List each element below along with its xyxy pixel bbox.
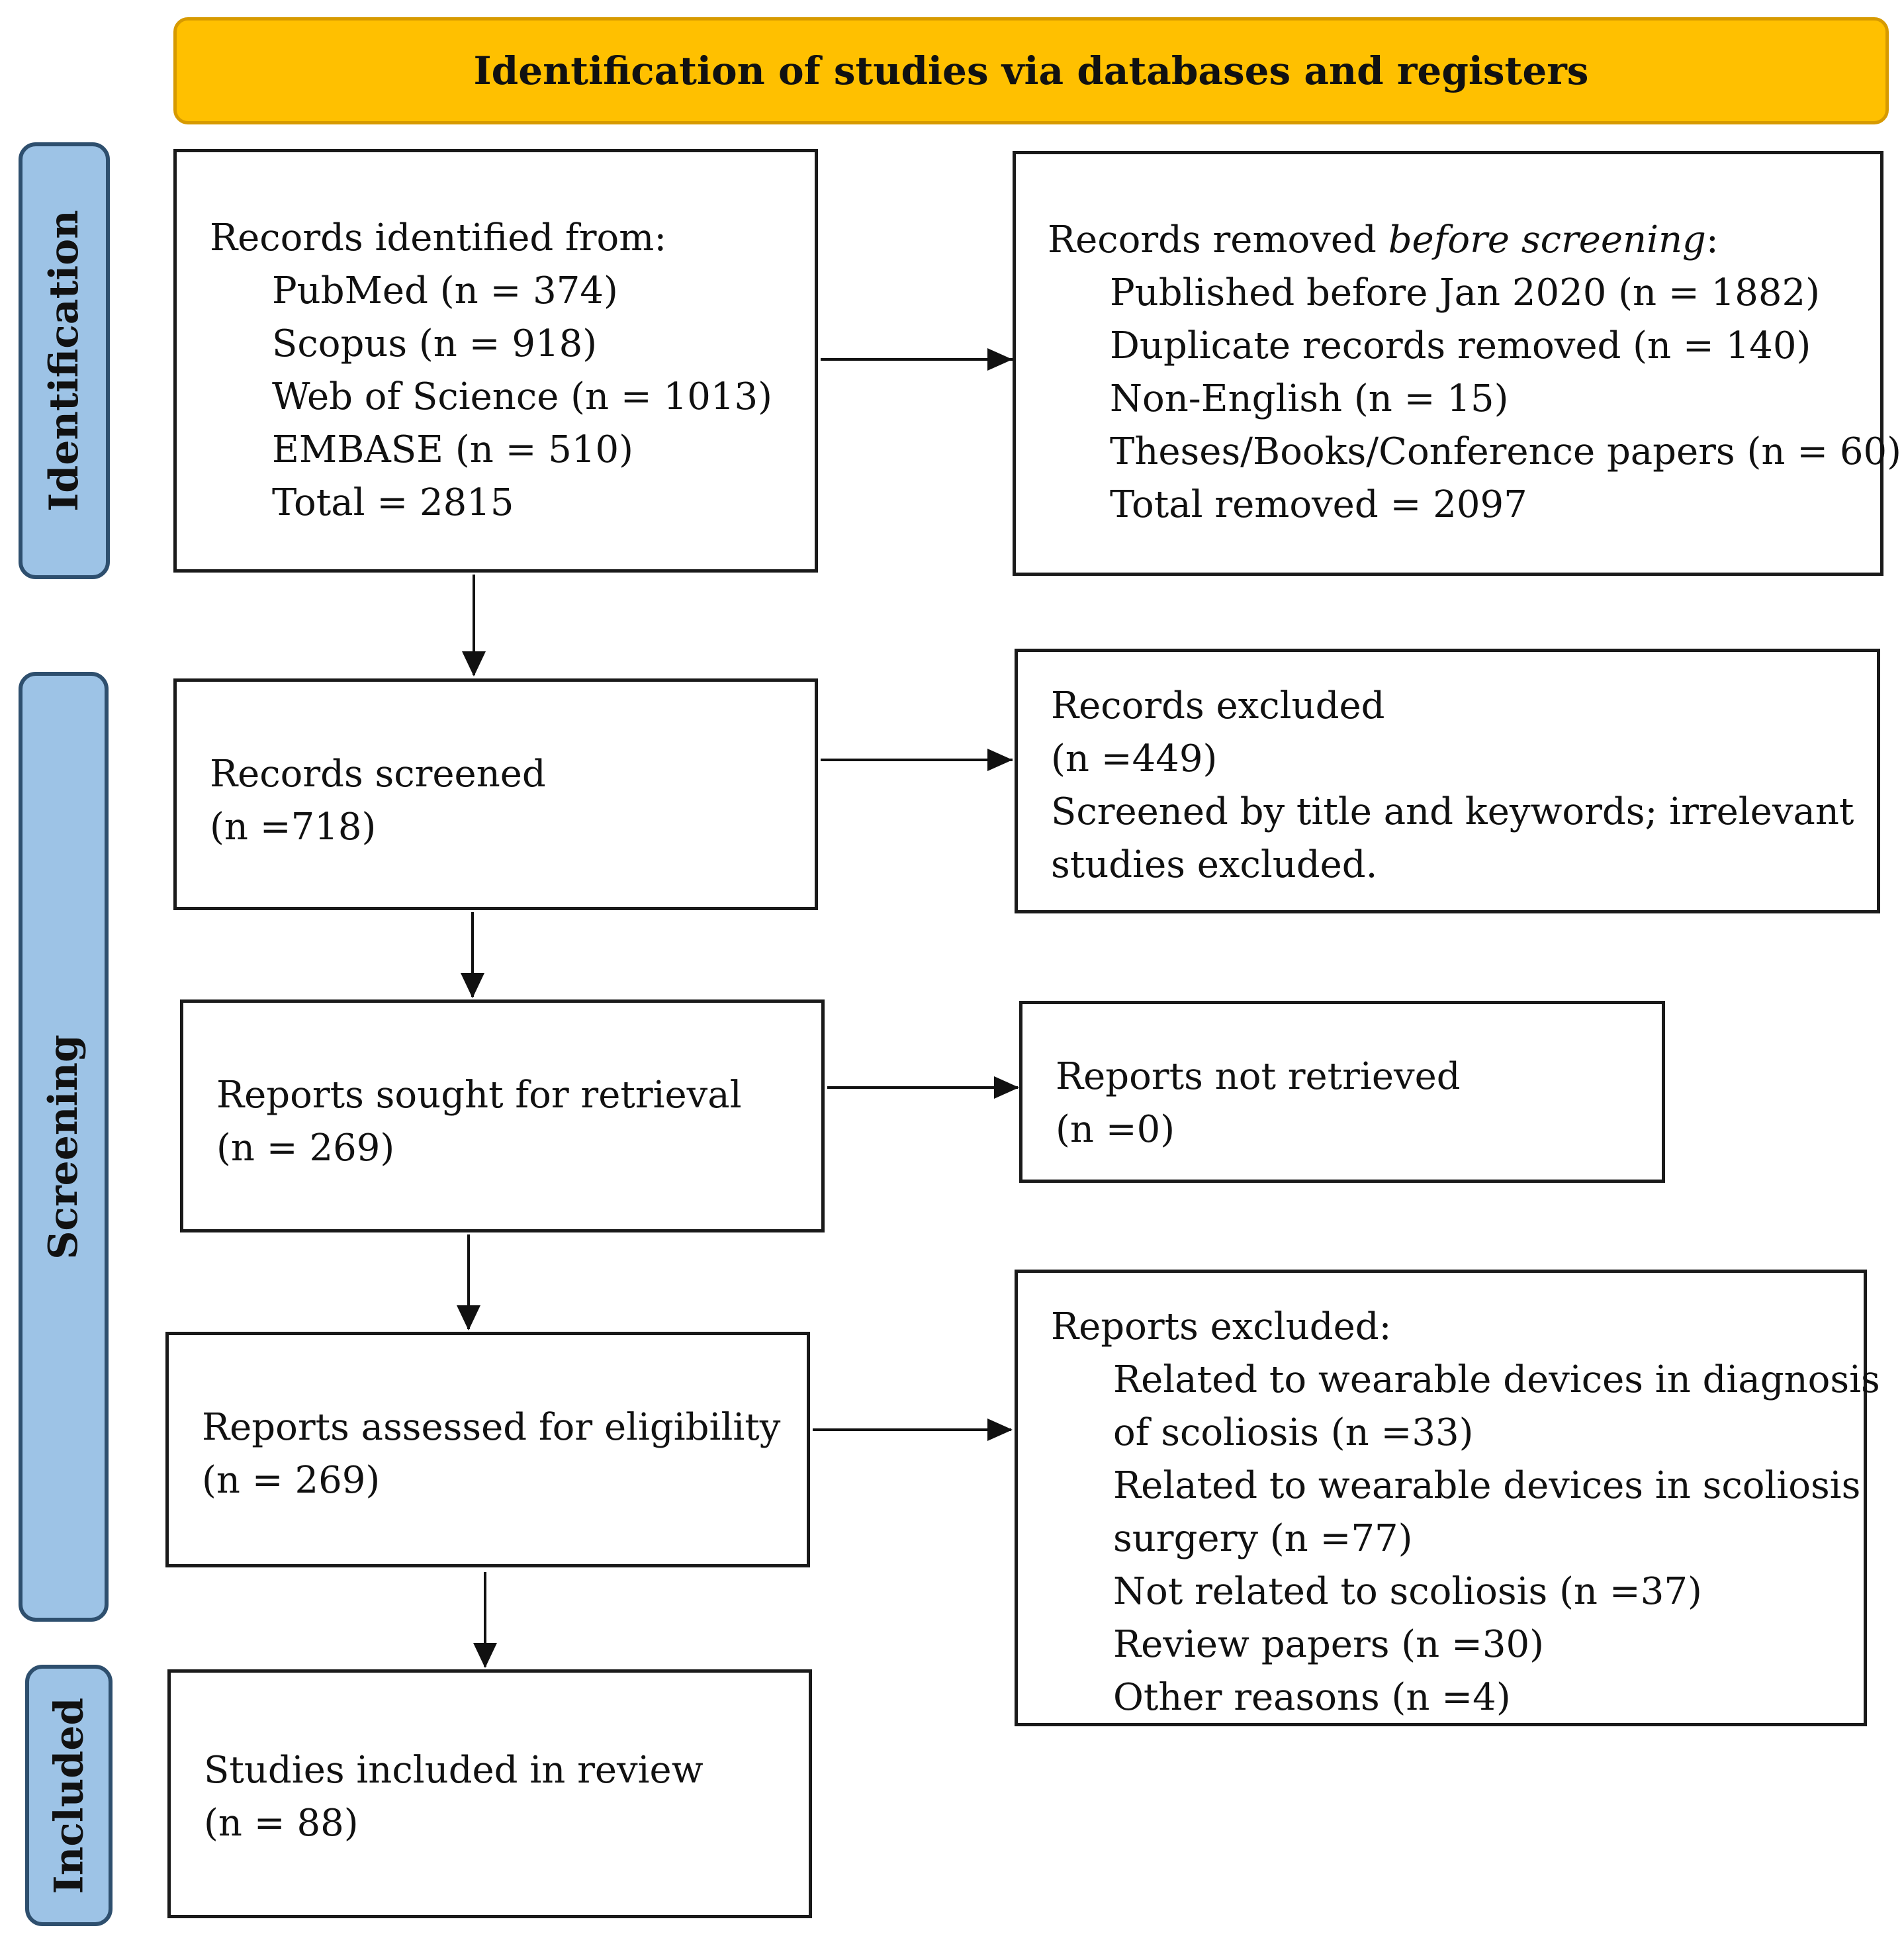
reports-not-retrieved-label: Reports not retrieved bbox=[1056, 1055, 1461, 1098]
exclusion-reason: Related to wearable devices in scoliosis bbox=[1113, 1464, 1861, 1507]
reports-sought-box: Reports sought for retrieval (n = 269) bbox=[180, 999, 825, 1232]
records-excluded-label: Records excluded bbox=[1051, 684, 1385, 727]
exclusion-reason: Not related to scoliosis (n =37) bbox=[1113, 1570, 1702, 1613]
exclusion-reason: Review papers (n =30) bbox=[1113, 1623, 1544, 1666]
studies-included-box: Studies included in review (n = 88) bbox=[167, 1669, 812, 1918]
studies-included-label: Studies included in review bbox=[204, 1749, 703, 1792]
stage-screening: Screening bbox=[19, 672, 109, 1622]
records-excluded-count: (n =449) bbox=[1051, 737, 1218, 780]
source-item: PubMed (n = 374) bbox=[272, 269, 618, 312]
reports-sought-label: Reports sought for retrieval bbox=[216, 1074, 742, 1117]
arrowhead bbox=[457, 1305, 480, 1330]
records-identified-heading: Records identified from: bbox=[210, 216, 667, 259]
stage-identification: Identification bbox=[19, 142, 110, 579]
header-banner: Identification of studies via databases … bbox=[173, 17, 1889, 124]
records-excluded-note: Screened by title and keywords; irreleva… bbox=[1051, 790, 1854, 833]
records-removed-heading-suffix: : bbox=[1705, 218, 1719, 261]
exclusion-reason: surgery (n =77) bbox=[1113, 1517, 1413, 1560]
arrowhead bbox=[994, 1076, 1019, 1099]
reports-excluded-box: Reports excluded: Related to wearable de… bbox=[1015, 1270, 1880, 1726]
source-item: Web of Science (n = 1013) bbox=[272, 375, 772, 418]
reports-not-retrieved-count: (n =0) bbox=[1056, 1108, 1175, 1151]
removed-item: Theses/Books/Conference papers (n = 60) bbox=[1110, 430, 1902, 473]
exclusion-reason: of scoliosis (n =33) bbox=[1113, 1411, 1474, 1454]
records-excluded-box: Records excluded (n =449) Screened by ti… bbox=[1015, 649, 1880, 913]
source-item: EMBASE (n = 510) bbox=[272, 428, 634, 471]
arrowhead bbox=[473, 1643, 497, 1668]
removed-item: Published before Jan 2020 (n = 1882) bbox=[1110, 271, 1820, 314]
reports-sought-count: (n = 269) bbox=[216, 1127, 395, 1170]
arrowhead bbox=[987, 749, 1013, 771]
removed-item: Duplicate records removed (n = 140) bbox=[1110, 324, 1811, 367]
records-removed-heading: Records removed before screening: bbox=[1048, 214, 1880, 267]
reports-excluded-heading: Reports excluded: bbox=[1051, 1305, 1392, 1348]
records-removed-heading-italic: before screening bbox=[1388, 218, 1706, 261]
records-screened-count: (n =718) bbox=[210, 806, 377, 849]
source-item: Scopus (n = 918) bbox=[272, 322, 598, 365]
arrowhead bbox=[987, 1418, 1013, 1441]
removed-item: Non-English (n = 15) bbox=[1110, 377, 1509, 420]
source-total: Total = 2815 bbox=[272, 481, 514, 524]
records-removed-box: Records removed before screening: Publis… bbox=[1013, 151, 1902, 576]
stage-included: Included bbox=[25, 1665, 113, 1926]
arrowhead bbox=[987, 348, 1013, 371]
removed-total: Total removed = 2097 bbox=[1110, 483, 1527, 526]
arrowhead bbox=[462, 651, 486, 676]
exclusion-reason: Related to wearable devices in diagnosis bbox=[1113, 1358, 1880, 1401]
records-identified-box: Records identified from: PubMed (n = 374… bbox=[173, 149, 818, 573]
header-title: Identification of studies via databases … bbox=[473, 48, 1589, 93]
reports-assessed-label: Reports assessed for eligibility bbox=[202, 1406, 781, 1449]
arrowhead bbox=[461, 973, 484, 998]
reports-assessed-count: (n = 269) bbox=[202, 1459, 381, 1502]
records-screened-label: Records screened bbox=[210, 753, 546, 796]
records-removed-heading-prefix: Records removed bbox=[1048, 218, 1388, 261]
records-excluded-note: studies excluded. bbox=[1051, 843, 1378, 886]
reports-not-retrieved-box: Reports not retrieved (n =0) bbox=[1019, 1001, 1665, 1183]
records-screened-box: Records screened (n =718) bbox=[173, 678, 818, 910]
exclusion-reason: Other reasons (n =4) bbox=[1113, 1676, 1511, 1719]
reports-assessed-box: Reports assessed for eligibility (n = 26… bbox=[165, 1332, 810, 1567]
studies-included-count: (n = 88) bbox=[204, 1802, 359, 1845]
